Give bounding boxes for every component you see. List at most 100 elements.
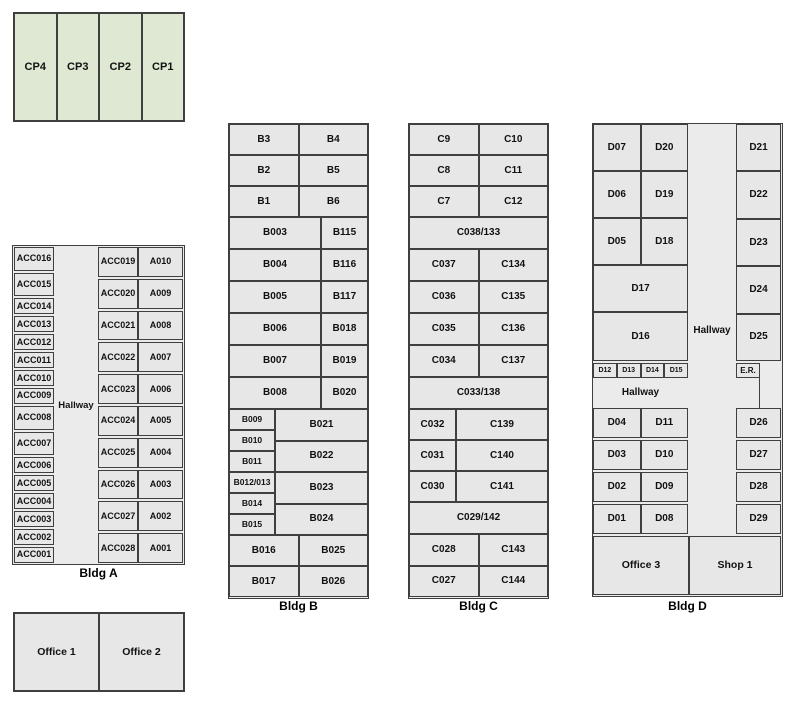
building-a: ACC016 ACC015 ACC014 ACC013 ACC012 ACC01… <box>12 245 185 565</box>
room-d29: D29 <box>736 504 781 534</box>
room-acc023: ACC023 <box>98 374 138 404</box>
room-b026: B026 <box>298 566 368 597</box>
room-c029-142-row: C029/142 <box>409 502 548 534</box>
room-acc004: ACC004 <box>14 493 54 510</box>
building-b: B3 B4 B2 B5 B1 B6 B003 B115 B004 B116 B0… <box>228 123 369 599</box>
room-acc016: ACC016 <box>14 247 54 271</box>
carport-block: CP4 CP3 CP2 CP1 <box>13 12 185 122</box>
building-d-office-shop-row: Office 3 Shop 1 <box>593 536 781 595</box>
room-c137: C137 <box>478 345 548 377</box>
room-b024: B024 <box>275 503 368 535</box>
room-c030: C030 <box>409 471 456 502</box>
building-d: D07 D20 D06 D19 D05 D18 D17 D16 Hallway … <box>592 123 783 597</box>
room-d10: D10 <box>640 440 688 470</box>
wall-segment <box>758 377 760 408</box>
room-acc008: ACC008 <box>14 405 54 430</box>
room-b020: B020 <box>321 377 368 409</box>
room-b011: B011 <box>229 451 275 472</box>
building-b-small-rooms: B009 B010 B011 B012/013 B014 B015 <box>229 409 275 535</box>
room-d21: D21 <box>736 124 781 172</box>
room-c135: C135 <box>478 281 548 313</box>
carport-cp3: CP3 <box>56 13 99 121</box>
room-b010: B010 <box>229 430 275 451</box>
building-c-bottom-section: C028 C143 C027 C144 <box>409 534 548 597</box>
room-d09: D09 <box>640 472 688 502</box>
carport-cp1: CP1 <box>141 13 184 121</box>
room-c028: C028 <box>409 534 479 566</box>
building-d-hallway-vertical: Hallway <box>693 324 731 336</box>
room-d17: D17 <box>593 265 688 312</box>
room-acc022: ACC022 <box>98 342 138 373</box>
room-d26: D26 <box>736 408 781 438</box>
room-acc015: ACC015 <box>14 272 54 297</box>
room-acc028: ACC028 <box>98 533 138 563</box>
room-d24: D24 <box>736 266 781 314</box>
building-d-right-column-bottom: D26 D27 D28 D29 <box>736 408 781 534</box>
room-office-1: Office 1 <box>14 613 99 691</box>
room-acc006: ACC006 <box>14 457 54 474</box>
room-c7: C7 <box>409 186 479 217</box>
building-c-top-section: C9 C10 C8 C11 C7 C12 <box>409 124 548 217</box>
room-a004: A004 <box>138 437 183 468</box>
room-d28: D28 <box>736 472 781 502</box>
building-c-label: Bldg C <box>459 599 498 613</box>
room-er: E.R. <box>736 363 760 378</box>
room-a006: A006 <box>138 374 183 404</box>
room-b016: B016 <box>229 535 299 566</box>
room-acc025: ACC025 <box>98 437 138 468</box>
room-a008: A008 <box>138 310 183 341</box>
room-acc024: ACC024 <box>98 405 138 436</box>
room-d03: D03 <box>593 440 641 470</box>
room-b117: B117 <box>321 281 368 313</box>
room-c12: C12 <box>478 186 548 217</box>
room-c8: C8 <box>409 155 479 186</box>
room-d13: D13 <box>616 363 641 378</box>
building-b-top-section: B3 B4 B2 B5 B1 B6 <box>229 124 368 217</box>
room-acc027: ACC027 <box>98 501 138 532</box>
room-b003: B003 <box>229 217 321 249</box>
room-b025: B025 <box>298 535 368 566</box>
room-c143: C143 <box>478 534 548 566</box>
room-c10: C10 <box>478 124 548 155</box>
room-d23: D23 <box>736 218 781 267</box>
building-d-right-column-top: D21 D22 D23 D24 D25 <box>736 124 781 362</box>
room-d07: D07 <box>593 124 641 171</box>
room-acc012: ACC012 <box>14 334 54 351</box>
room-acc001: ACC001 <box>14 546 54 563</box>
room-b018: B018 <box>321 313 368 345</box>
room-b3: B3 <box>229 124 299 155</box>
room-c032: C032 <box>409 409 456 440</box>
building-c-mid-section: C037 C134 C036 C135 C035 C136 C034 C137 <box>409 249 548 377</box>
room-c9: C9 <box>409 124 479 155</box>
room-c036: C036 <box>409 281 479 313</box>
room-a009: A009 <box>138 278 183 309</box>
room-a007: A007 <box>138 342 183 373</box>
room-c136: C136 <box>478 313 548 345</box>
room-b008: B008 <box>229 377 321 409</box>
room-acc021: ACC021 <box>98 310 138 341</box>
room-c11: C11 <box>478 155 548 186</box>
room-b115: B115 <box>321 217 368 249</box>
room-c034: C034 <box>409 345 479 377</box>
room-d18: D18 <box>640 218 688 265</box>
room-acc019: ACC019 <box>98 247 138 277</box>
room-d02: D02 <box>593 472 641 502</box>
room-a005: A005 <box>138 405 183 436</box>
room-b005: B005 <box>229 281 321 313</box>
room-d22: D22 <box>736 171 781 219</box>
room-shop-1: Shop 1 <box>689 536 781 595</box>
room-c031: C031 <box>409 440 456 471</box>
room-b004: B004 <box>229 249 321 281</box>
room-acc002: ACC002 <box>14 529 54 545</box>
room-d04: D04 <box>593 408 641 438</box>
room-c029-142: C029/142 <box>409 502 548 534</box>
building-a-hallway: Hallway <box>58 399 94 411</box>
room-d06: D06 <box>593 171 641 218</box>
building-a-label: Bldg A <box>79 566 118 580</box>
room-b022: B022 <box>275 440 368 472</box>
room-d27: D27 <box>736 440 781 470</box>
building-d-top-left: D07 D20 D06 D19 D05 D18 D17 D16 <box>593 124 688 361</box>
room-acc014: ACC014 <box>14 298 54 315</box>
room-acc013: ACC013 <box>14 316 54 333</box>
room-acc011: ACC011 <box>14 352 54 369</box>
